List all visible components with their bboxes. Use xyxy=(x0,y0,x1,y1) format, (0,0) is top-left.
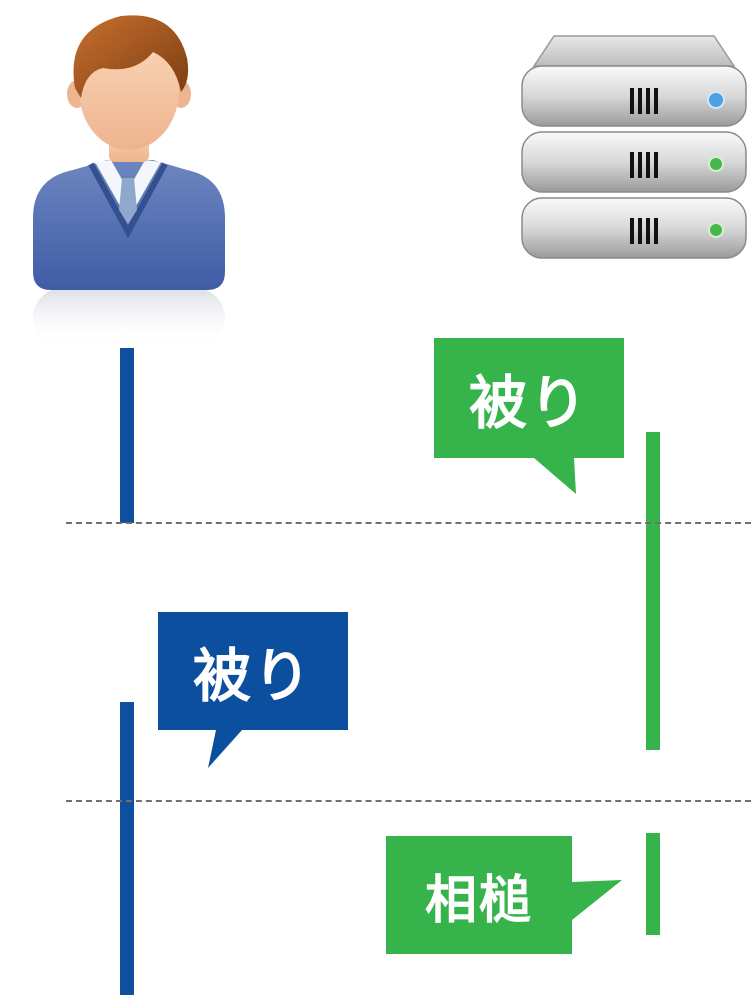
server-backchannel-bubble xyxy=(386,836,622,954)
turn-divider-1 xyxy=(66,522,751,524)
user-interrupt-label: 被り xyxy=(192,642,313,710)
user-lifeline-segment-1 xyxy=(120,348,134,523)
server-lifeline-segment-2 xyxy=(646,833,660,935)
server-interrupt-label: 被り xyxy=(468,369,589,437)
user-avatar-icon xyxy=(33,15,225,348)
server-backchannel-label: 相槌 xyxy=(424,870,533,931)
user-interrupt-bubble xyxy=(158,612,348,768)
server-rack-icon xyxy=(521,35,747,259)
user-lifeline-segment-2 xyxy=(120,702,134,995)
server-lifeline-segment-1 xyxy=(646,432,660,750)
server-interrupt-bubble xyxy=(434,338,624,494)
turn-divider-2 xyxy=(66,800,751,802)
